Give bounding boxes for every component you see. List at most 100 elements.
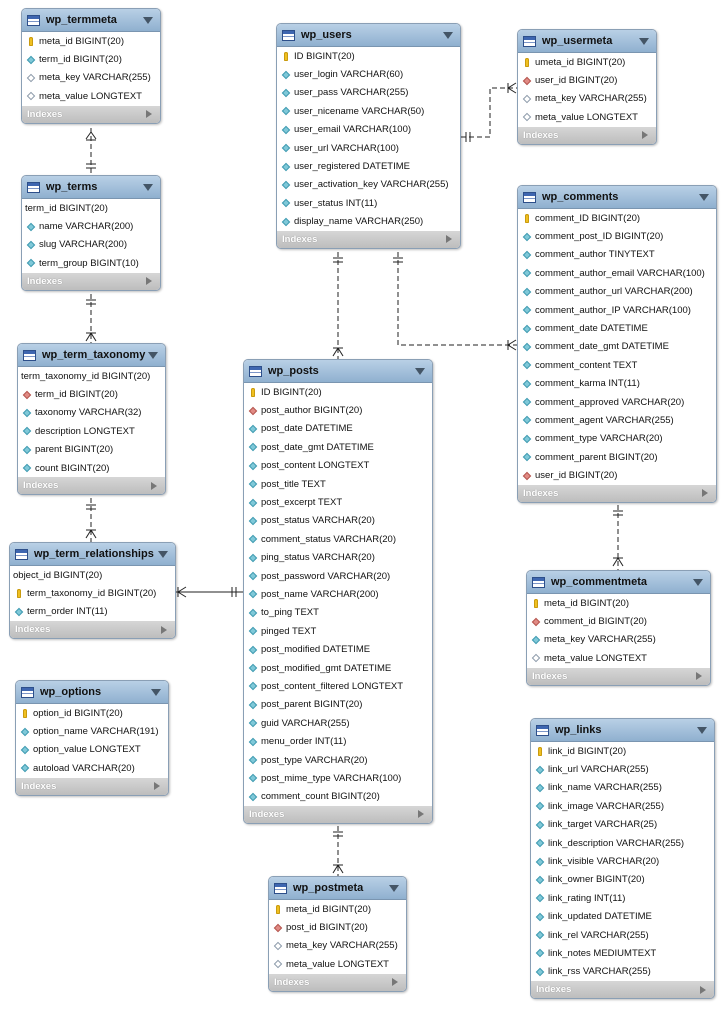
- column-row[interactable]: term_group BIGINT(10): [22, 254, 160, 272]
- expand-indexes-icon[interactable]: [446, 235, 452, 244]
- column-row[interactable]: term_taxonomy_id BIGINT(20): [10, 584, 175, 602]
- expand-indexes-icon[interactable]: [642, 131, 648, 140]
- indexes-footer[interactable]: Indexes: [16, 777, 168, 795]
- expand-indexes-icon[interactable]: [392, 978, 398, 987]
- column-row[interactable]: meta_key VARCHAR(255): [269, 937, 406, 955]
- collapse-toggle-icon[interactable]: [148, 351, 158, 359]
- column-row[interactable]: parent BIGINT(20): [18, 441, 165, 459]
- column-row[interactable]: link_id BIGINT(20): [531, 742, 714, 760]
- column-row[interactable]: meta_id BIGINT(20): [22, 32, 160, 50]
- column-row[interactable]: to_ping TEXT: [244, 604, 432, 622]
- column-row[interactable]: user_url VARCHAR(100): [277, 139, 460, 157]
- column-row[interactable]: link_description VARCHAR(255): [531, 834, 714, 852]
- column-row[interactable]: comment_author_email VARCHAR(100): [518, 264, 716, 282]
- table-header[interactable]: wp_links: [531, 719, 714, 742]
- column-row[interactable]: autoload VARCHAR(20): [16, 759, 168, 777]
- column-row[interactable]: meta_key VARCHAR(255): [518, 90, 656, 108]
- column-row[interactable]: slug VARCHAR(200): [22, 236, 160, 254]
- column-row[interactable]: link_image VARCHAR(255): [531, 797, 714, 815]
- column-row[interactable]: link_notes MEDIUMTEXT: [531, 944, 714, 962]
- column-row[interactable]: post_modified DATETIME: [244, 640, 432, 658]
- collapse-toggle-icon[interactable]: [415, 367, 425, 375]
- table-header[interactable]: wp_term_taxonomy: [18, 344, 165, 367]
- indexes-footer[interactable]: Indexes: [18, 477, 165, 495]
- column-row[interactable]: comment_ID BIGINT(20): [518, 209, 716, 227]
- column-row[interactable]: post_date DATETIME: [244, 420, 432, 438]
- column-row[interactable]: comment_date_gmt DATETIME: [518, 338, 716, 356]
- collapse-toggle-icon[interactable]: [389, 884, 399, 892]
- column-row[interactable]: display_name VARCHAR(250): [277, 213, 460, 231]
- collapse-toggle-icon[interactable]: [151, 688, 161, 696]
- column-row[interactable]: comment_author TINYTEXT: [518, 246, 716, 264]
- collapse-toggle-icon[interactable]: [143, 183, 153, 191]
- column-row[interactable]: user_nicename VARCHAR(50): [277, 102, 460, 120]
- column-row[interactable]: user_email VARCHAR(100): [277, 121, 460, 139]
- table-header[interactable]: wp_users: [277, 24, 460, 47]
- column-row[interactable]: meta_id BIGINT(20): [269, 900, 406, 918]
- column-row[interactable]: meta_value LONGTEXT: [269, 955, 406, 973]
- expand-indexes-icon[interactable]: [146, 277, 152, 286]
- column-row[interactable]: term_id BIGINT(20): [22, 50, 160, 68]
- column-row[interactable]: link_name VARCHAR(255): [531, 779, 714, 797]
- indexes-footer[interactable]: Indexes: [518, 126, 656, 144]
- expand-indexes-icon[interactable]: [696, 672, 702, 681]
- column-row[interactable]: option_value LONGTEXT: [16, 741, 168, 759]
- expand-indexes-icon[interactable]: [418, 810, 424, 819]
- column-row[interactable]: comment_date DATETIME: [518, 319, 716, 337]
- column-row[interactable]: term_taxonomy_id BIGINT(20): [18, 367, 165, 385]
- collapse-toggle-icon[interactable]: [443, 31, 453, 39]
- expand-indexes-icon[interactable]: [154, 782, 160, 791]
- column-row[interactable]: link_updated DATETIME: [531, 908, 714, 926]
- column-row[interactable]: pinged TEXT: [244, 622, 432, 640]
- collapse-toggle-icon[interactable]: [158, 550, 168, 558]
- collapse-toggle-icon[interactable]: [143, 16, 153, 24]
- column-row[interactable]: link_rel VARCHAR(255): [531, 926, 714, 944]
- column-row[interactable]: ID BIGINT(20): [244, 383, 432, 401]
- column-row[interactable]: user_registered DATETIME: [277, 157, 460, 175]
- column-row[interactable]: meta_key VARCHAR(255): [22, 69, 160, 87]
- column-row[interactable]: taxonomy VARCHAR(32): [18, 404, 165, 422]
- table-header[interactable]: wp_termmeta: [22, 9, 160, 32]
- column-row[interactable]: user_status INT(11): [277, 194, 460, 212]
- column-row[interactable]: comment_content TEXT: [518, 356, 716, 374]
- column-row[interactable]: meta_key VARCHAR(255): [527, 631, 710, 649]
- column-row[interactable]: post_id BIGINT(20): [269, 918, 406, 936]
- column-row[interactable]: ID BIGINT(20): [277, 47, 460, 65]
- expand-indexes-icon[interactable]: [700, 985, 706, 994]
- column-row[interactable]: link_owner BIGINT(20): [531, 871, 714, 889]
- column-row[interactable]: comment_parent BIGINT(20): [518, 448, 716, 466]
- column-row[interactable]: post_name VARCHAR(200): [244, 585, 432, 603]
- column-row[interactable]: option_id BIGINT(20): [16, 704, 168, 722]
- column-row[interactable]: post_author BIGINT(20): [244, 401, 432, 419]
- column-row[interactable]: meta_value LONGTEXT: [527, 649, 710, 667]
- column-row[interactable]: post_password VARCHAR(20): [244, 567, 432, 585]
- column-row[interactable]: post_parent BIGINT(20): [244, 696, 432, 714]
- collapse-toggle-icon[interactable]: [697, 726, 707, 734]
- table-header[interactable]: wp_options: [16, 681, 168, 704]
- table-header[interactable]: wp_term_relationships: [10, 543, 175, 566]
- column-row[interactable]: term_id BIGINT(20): [18, 385, 165, 403]
- column-row[interactable]: link_target VARCHAR(25): [531, 816, 714, 834]
- column-row[interactable]: meta_id BIGINT(20): [527, 594, 710, 612]
- column-row[interactable]: post_modified_gmt DATETIME: [244, 659, 432, 677]
- column-row[interactable]: post_status VARCHAR(20): [244, 512, 432, 530]
- table-header[interactable]: wp_terms: [22, 176, 160, 199]
- column-row[interactable]: object_id BIGINT(20): [10, 566, 175, 584]
- expand-indexes-icon[interactable]: [702, 489, 708, 498]
- indexes-footer[interactable]: Indexes: [244, 805, 432, 823]
- column-row[interactable]: user_login VARCHAR(60): [277, 65, 460, 83]
- column-row[interactable]: post_content_filtered LONGTEXT: [244, 677, 432, 695]
- table-header[interactable]: wp_comments: [518, 186, 716, 209]
- indexes-footer[interactable]: Indexes: [527, 667, 710, 685]
- table-header[interactable]: wp_usermeta: [518, 30, 656, 53]
- indexes-footer[interactable]: Indexes: [22, 272, 160, 290]
- collapse-toggle-icon[interactable]: [699, 193, 709, 201]
- column-row[interactable]: post_content LONGTEXT: [244, 457, 432, 475]
- column-row[interactable]: link_url VARCHAR(255): [531, 760, 714, 778]
